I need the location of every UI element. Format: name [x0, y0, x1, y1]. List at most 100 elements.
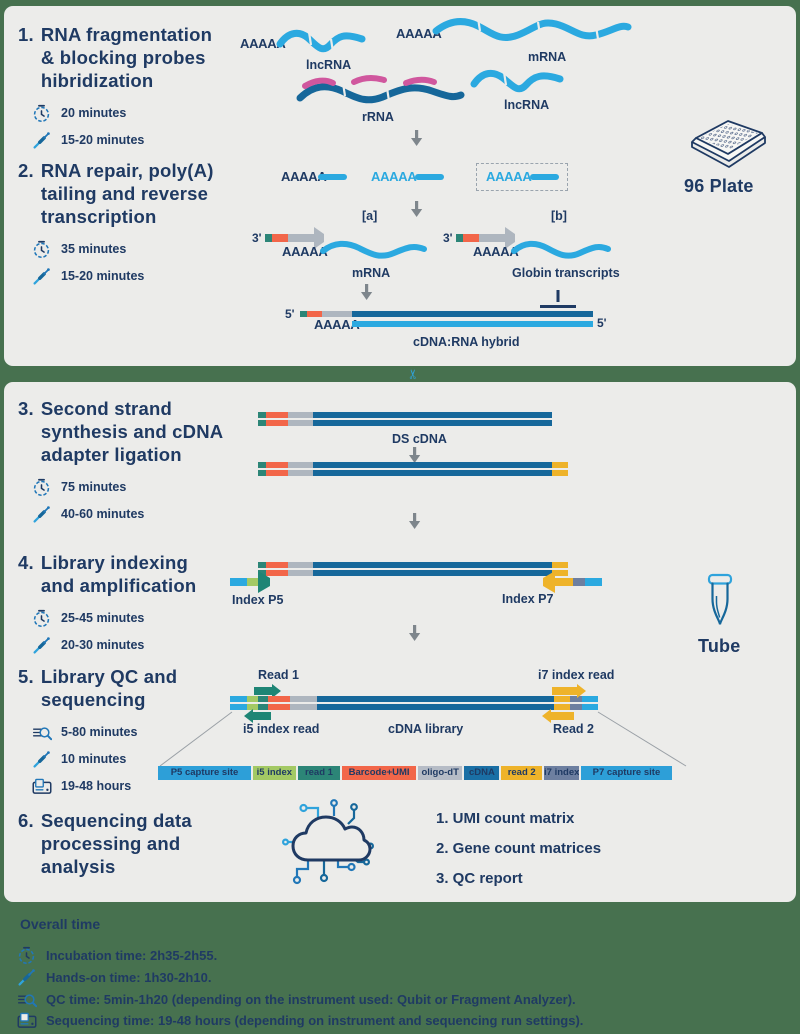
index-p5-primer-arrow — [230, 571, 270, 593]
index-p5-label: Index P5 — [232, 593, 284, 607]
output-umi-count-matrix: 1. UMI count matrix — [436, 810, 575, 827]
hands-on-time-label: 40-60 minutes — [61, 507, 145, 522]
overall-hands-on-text: Hands-on time: 1h30-2h10. — [46, 970, 212, 985]
step-3-title-line: Second strand — [40, 398, 172, 419]
rna-fragment-bar — [318, 174, 347, 180]
step-6-title-line: analysis — [40, 855, 116, 877]
library-strand-bottom — [258, 570, 568, 576]
incubation-time-label: 20 minutes — [61, 106, 127, 121]
overall-incubation-text: Incubation time: 2h35-2h55. — [46, 948, 218, 963]
timer-icon — [31, 104, 52, 123]
panel-rna-prep — [4, 6, 796, 366]
step-6-title-line: Sequencing data — [40, 810, 192, 831]
pipette-icon — [31, 131, 52, 150]
sequencing-time-label: 19-48 hours — [61, 779, 132, 794]
i7-index-read-label: i7 index read — [538, 668, 615, 682]
read2-label: Read 2 — [553, 722, 594, 736]
legend-read1: read 1 — [297, 766, 341, 780]
step-4-title-line: Library indexing — [40, 552, 188, 573]
sequencer-icon — [16, 1011, 37, 1030]
cdna-rna-hybrid-label: cDNA:RNA hybrid — [413, 335, 520, 349]
read1-arrow — [254, 684, 281, 698]
polya-tail-label-light: AAAAA — [486, 169, 532, 184]
polya-tail-label: AAAAA — [240, 36, 286, 51]
index-p7-label: Index P7 — [502, 592, 554, 606]
polya-tail-label: AAAAA — [282, 244, 328, 259]
step-3: 3. Second strand synthesis and cDNA adap… — [18, 398, 223, 524]
tube-icon — [707, 573, 733, 625]
zoom-projection-lines — [159, 711, 687, 767]
branch-a-label: [a] — [362, 209, 378, 223]
pipette-icon — [16, 968, 37, 987]
pipette-icon — [31, 505, 52, 524]
legend-i7-index: i7 index — [544, 766, 579, 780]
mrna-label: mRNA — [528, 50, 567, 64]
output-gene-count-matrices: 2. Gene count matrices — [436, 840, 602, 857]
overall-sequencing-text: Sequencing time: 19-48 hours (depending … — [46, 1013, 584, 1028]
read1-label: Read 1 — [258, 668, 299, 682]
step-5-title-line: sequencing — [40, 688, 146, 710]
pipette-icon — [31, 750, 52, 769]
ds-cdna-label: DS cDNA — [392, 432, 447, 446]
legend-oligo-dt: oligo-dT — [417, 766, 463, 780]
step-5-number: 5. — [18, 666, 34, 687]
overall-qc-text: QC time: 5min-1h20 (depending on the ins… — [46, 992, 576, 1007]
overall-time-title: Overall time — [20, 916, 101, 932]
rna-fragment-bar — [415, 174, 444, 180]
cut-scissors-icon: ✂ — [405, 368, 421, 380]
three-prime-label: 3' — [252, 231, 262, 245]
qc-time-label: 5-80 minutes — [61, 725, 138, 740]
down-arrow-icon — [409, 625, 421, 641]
step-1-title-line: RNA fragmentation — [40, 24, 213, 45]
step-2-title-line: tailing and reverse — [40, 182, 209, 204]
mrna-label: mRNA — [352, 266, 391, 280]
step-1-number: 1. — [18, 24, 34, 45]
five-prime-label: 5' — [597, 316, 607, 330]
timer-icon — [31, 478, 52, 497]
final-library-strand-top — [230, 696, 598, 702]
incubation-time-label: 25-45 minutes — [61, 611, 145, 626]
timer-icon — [31, 240, 52, 259]
legend-p5-capture-site: P5 capture site — [158, 766, 252, 780]
polya-tail-label: AAAAA — [314, 317, 360, 332]
rrna-strand-with-probes — [296, 74, 465, 104]
rt-primer — [265, 227, 324, 249]
lncrna-label-2: lncRNA — [504, 98, 550, 112]
plate-96-icon — [691, 120, 766, 168]
timer-icon — [31, 609, 52, 628]
optional-fragment-box — [476, 163, 568, 191]
down-arrow-icon — [411, 130, 423, 146]
library-strand-top — [258, 562, 568, 568]
incubation-time-label: 75 minutes — [61, 480, 127, 495]
rt-primer — [456, 227, 515, 249]
down-arrow-icon — [409, 447, 421, 463]
blocked-inhibition-icon — [540, 290, 576, 308]
hands-on-time-label: 10 minutes — [61, 752, 127, 767]
cloud-computing-icon — [282, 799, 374, 885]
read2-arrow — [542, 709, 574, 723]
polya-tail-label: AAAAA — [281, 169, 327, 184]
final-library-strand-bottom — [230, 704, 598, 710]
hands-on-time-label: 20-30 minutes — [61, 638, 145, 653]
panel-library-prep — [4, 382, 796, 902]
index-p7-primer-arrow — [543, 571, 602, 593]
overall-qc-row: QC time: 5min-1h20 (depending on the ins… — [16, 990, 576, 1009]
step-3-number: 3. — [18, 398, 34, 419]
lncrna-strand — [276, 29, 366, 53]
lncrna-label: lncRNA — [306, 58, 352, 72]
lncrna-strand-2 — [470, 69, 564, 93]
step-5: 5. Library QC and sequencing 5-80 minute… — [18, 666, 177, 796]
branch-b-label: [b] — [551, 209, 567, 223]
legend-i5-index: i5 index — [253, 766, 296, 780]
overall-incubation-row: Incubation time: 2h35-2h55. — [16, 946, 217, 965]
mrna-template-strand — [320, 240, 427, 259]
library-structure-legend: P5 capture site i5 index read 1 Barcode+… — [158, 766, 672, 780]
tube-label: Tube — [698, 636, 741, 656]
step-5-title-line: Library QC and — [40, 666, 178, 687]
step-6-number: 6. — [18, 810, 34, 831]
legend-read2: read 2 — [501, 766, 543, 780]
globin-transcripts-label: Globin transcripts — [512, 266, 620, 280]
i5-index-read-arrow — [244, 709, 271, 723]
polya-tail-label: AAAAA — [473, 244, 519, 259]
